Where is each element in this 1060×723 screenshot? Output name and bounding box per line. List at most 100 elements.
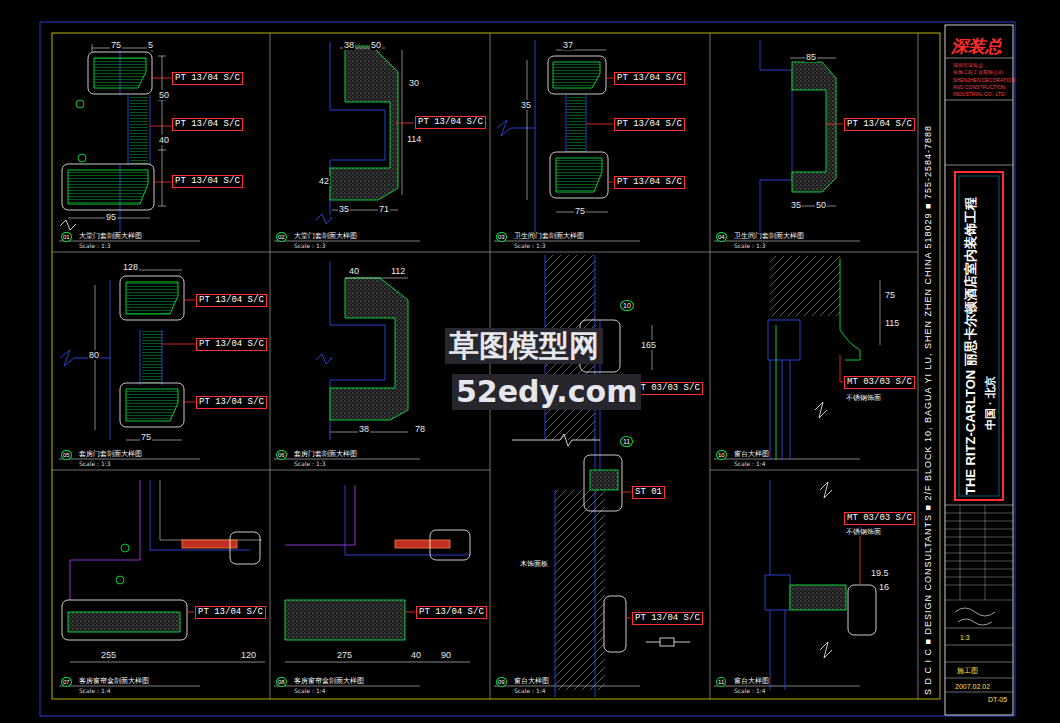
project-location: 中国 · 北京: [983, 376, 997, 430]
dimension-text: 35: [790, 200, 802, 210]
scale-note: Scale : 1:4: [734, 687, 766, 694]
material-tag: PT 13/04 S/C: [196, 396, 267, 409]
dimension-text: 75: [140, 432, 152, 442]
material-tag: PT 13/04 S/C: [196, 294, 267, 307]
watermark: 草图模型网: [445, 328, 603, 364]
material-note: 不锈钢饰面: [846, 528, 881, 536]
dimension-text: 165: [640, 340, 657, 350]
company-name: 装饰工程工业有限公司: [953, 69, 1003, 75]
detail-number: 02: [276, 232, 287, 242]
dimension-text: 38: [343, 40, 355, 50]
material-tag: PT 13/04 S/C: [195, 606, 266, 619]
dimension-text: 37: [562, 40, 574, 50]
address-strip: S D C I C ■ DESIGN CONSULTANTS ■ 2/F BLO…: [923, 125, 934, 695]
detail-number: 11: [716, 677, 726, 687]
company-logo: 深装总: [951, 36, 1002, 56]
material-tag: PT 13/04 S/C: [196, 338, 267, 351]
detail-title: 大堂门套剖面大样图: [294, 232, 357, 240]
dimension-text: 112: [390, 266, 406, 276]
tag-text: PT 13/04 S/C: [175, 119, 240, 129]
dimension-text: 50: [158, 90, 170, 100]
title-block-text: 施工图: [957, 667, 978, 675]
scale-note: Scale : 1:3: [79, 242, 111, 249]
scale-note: Scale : 1:4: [294, 687, 326, 694]
detail-title: 窗台大样图: [734, 677, 769, 685]
material-tag: PT 13/04 S/C: [416, 606, 487, 619]
dimension-text: 71: [378, 204, 390, 214]
title-block-text: 2007.02.02: [955, 683, 990, 691]
tag-text: MT 03/03 S/C: [635, 383, 700, 393]
dimension-text: 16: [878, 582, 890, 592]
scale-note: Scale : 1:3: [514, 242, 546, 249]
dimension-text: 114: [406, 134, 422, 144]
dimension-text: 42: [318, 176, 330, 186]
tag-text: PT 13/04 S/C: [419, 607, 484, 617]
dimension-text: 50: [370, 40, 382, 50]
detail-title: 窗台大样图: [734, 450, 769, 458]
dimension-text: 40: [348, 266, 360, 276]
detail-number: 03: [496, 232, 507, 242]
detail-title: 套房门套剖面大样图: [294, 450, 357, 458]
material-tag: PT 13/04 S/C: [632, 612, 703, 625]
dimension-text: 75: [574, 206, 586, 216]
dimension-text: 275: [336, 650, 353, 660]
title-block-text: 1:3: [960, 634, 970, 642]
detail-number: 10: [716, 450, 727, 460]
detail-number: 01: [61, 232, 72, 242]
dimension-text: 90: [440, 650, 452, 660]
material-tag: MT 03/03 S/C: [632, 382, 703, 395]
tag-text: PT 13/04 S/C: [617, 73, 682, 83]
tag-text: PT 13/04 S/C: [199, 397, 264, 407]
tag-text: MT 03/03 S/C: [847, 513, 912, 523]
material-note: 不锈钢饰面: [846, 394, 881, 402]
dimension-text: 75: [884, 290, 896, 300]
dimension-text: 35: [520, 100, 532, 110]
material-tag: PT 13/04 S/C: [614, 176, 685, 189]
dimension-text: 50: [815, 200, 827, 210]
scale-note: Scale : 1:4: [514, 687, 546, 694]
dimension-text: 19.5: [870, 568, 890, 578]
scale-note: Scale : 1:3: [294, 242, 326, 249]
material-tag: PT 13/04 S/C: [415, 116, 486, 129]
tag-text: PT 13/04 S/C: [198, 607, 263, 617]
dimension-text: 35: [338, 204, 350, 214]
tag-text: PT 13/04 S/C: [418, 117, 483, 127]
detail-number: 07: [61, 677, 72, 687]
tag-text: ST 01: [635, 487, 662, 497]
dimension-text: 78: [414, 424, 426, 434]
material-note: 木饰面板: [520, 560, 548, 568]
company-name: INDUSTRIAL CO., LTD.: [953, 91, 1006, 97]
tag-text: PT 13/04 S/C: [635, 613, 700, 623]
scale-note: Scale : 1:4: [734, 460, 766, 467]
detail-number: 04: [716, 232, 727, 242]
material-tag: PT 13/04 S/C: [844, 118, 915, 131]
material-tag: PT 13/04 S/C: [614, 118, 685, 131]
scale-note: Scale : 1:3: [294, 460, 326, 467]
dimension-text: 38: [358, 424, 370, 434]
tag-text: PT 13/04 S/C: [199, 295, 264, 305]
callout-number: 10: [620, 300, 634, 311]
material-tag: ST 01: [632, 486, 665, 499]
callout-number: 11: [620, 436, 633, 447]
detail-title: 客房窗帘盒剖面大样图: [294, 677, 364, 685]
detail-number: 06: [276, 450, 287, 460]
title-block-text: DT-05: [988, 696, 1007, 704]
company-name: SHENZHEN DECORATION: [953, 77, 1015, 83]
detail-title: 套房门套剖面大样图: [79, 450, 142, 458]
detail-title: 大堂门套剖面大样图: [79, 232, 142, 240]
material-tag: PT 13/04 S/C: [614, 72, 685, 85]
tag-text: PT 13/04 S/C: [847, 119, 912, 129]
watermark: 52edy.com: [452, 374, 641, 410]
tag-text: PT 13/04 S/C: [617, 119, 682, 129]
tag-text: MT 03/03 S/C: [847, 377, 912, 387]
dimension-text: 75: [110, 40, 122, 50]
material-tag: PT 13/04 S/C: [172, 118, 243, 131]
material-tag: MT 03/03 S/C: [844, 376, 915, 389]
dimension-text: 80: [88, 350, 100, 360]
detail-title: 卫生间门套剖面大样图: [514, 232, 584, 240]
detail-title: 客房窗帘盒剖面大样图: [79, 677, 149, 685]
dimension-text: 40: [410, 650, 422, 660]
detail-number: 05: [61, 450, 72, 460]
dimension-text: 95: [105, 212, 117, 222]
